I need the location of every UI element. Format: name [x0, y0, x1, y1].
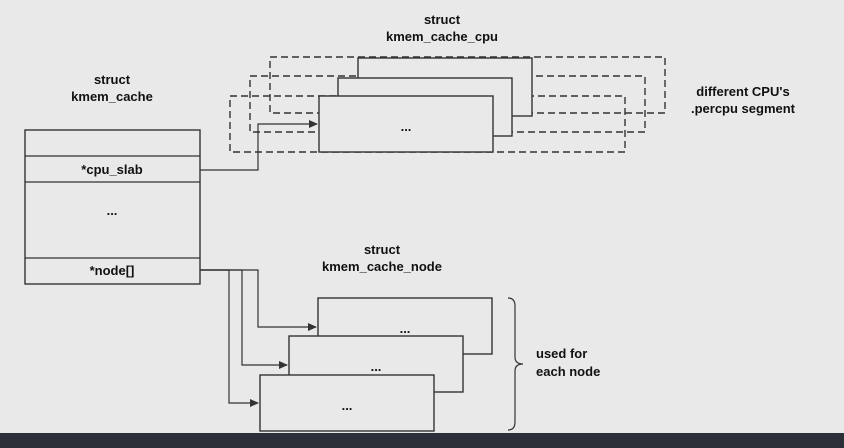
node-arrow-3: [200, 269, 259, 407]
kmem-cache-struct: struct kmem_cache *cpu_slab ... *node[]: [24, 72, 201, 285]
percpu-segment-middle: [249, 75, 646, 133]
slab-structure-diagram: struct kmem_cache *cpu_slab ... *node[] …: [24, 12, 796, 432]
node-box-middle-label: ...: [371, 359, 382, 374]
percpu-note-line1: different CPU's: [696, 84, 789, 99]
kmem-cache-node-title-line1: struct: [364, 242, 401, 257]
node-box-back-label: ...: [400, 321, 411, 336]
kmem-cache-title-line2: kmem_cache: [71, 89, 153, 104]
node-arrow-2: [200, 269, 288, 369]
cpu-slab-arrow: [200, 120, 318, 171]
kmem-cache-cpu-struct: struct kmem_cache_cpu ... different CPU'…: [229, 12, 796, 153]
cpu-slab-field: *cpu_slab: [81, 162, 142, 177]
kmem-cache-node-struct: struct kmem_cache_node ... ... ... used …: [259, 242, 600, 432]
percpu-note-line2: .percpu segment: [691, 101, 796, 116]
node-group-brace: [507, 297, 524, 431]
ellipsis-field: ...: [107, 203, 118, 218]
node-array-field: *node[]: [90, 263, 135, 278]
node-note-line2: each node: [536, 364, 600, 379]
percpu-segment-front: [229, 95, 626, 153]
cpu-box-label: ...: [401, 119, 412, 134]
node-arrow-1: [200, 269, 317, 331]
cpu-box-front: [318, 95, 494, 153]
percpu-segment-back: [269, 56, 666, 114]
kmem-cache-cpu-title-line2: kmem_cache_cpu: [386, 29, 498, 44]
node-box-front: [259, 374, 435, 432]
node-box-front-label: ...: [342, 398, 353, 413]
kmem-cache-title-line1: struct: [94, 72, 131, 87]
bottom-bar: [0, 433, 844, 448]
node-note-line1: used for: [536, 346, 587, 361]
kmem-cache-cpu-title-line1: struct: [424, 12, 461, 27]
kmem-cache-node-title-line2: kmem_cache_node: [322, 259, 442, 274]
